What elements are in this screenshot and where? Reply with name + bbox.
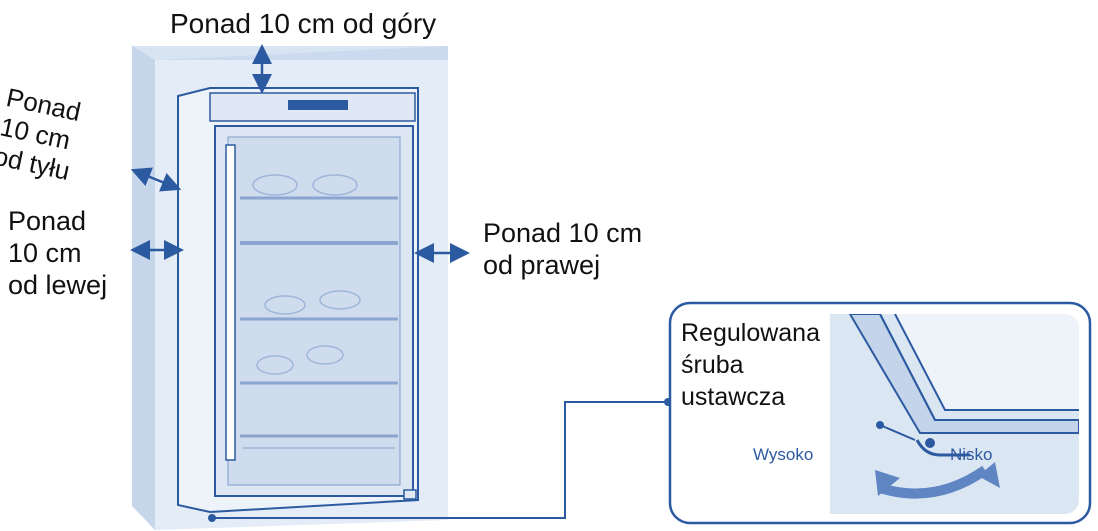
brand-badge xyxy=(288,100,348,110)
foot xyxy=(403,489,417,500)
bottles xyxy=(252,174,361,375)
screw-foot xyxy=(915,439,970,457)
left-clearance-label: Ponad 10 cm od lewej xyxy=(8,206,108,300)
top-clearance-label: Ponad 10 cm od góry xyxy=(170,8,437,39)
right-clearance-label: Ponad 10 cm od prawej xyxy=(483,218,643,280)
low-direction-label: Nisko xyxy=(950,445,993,464)
wine-cooler xyxy=(177,87,419,514)
rotation-arrow xyxy=(878,465,988,499)
interior xyxy=(227,136,401,486)
control-panel xyxy=(209,92,416,122)
door-handle xyxy=(225,144,236,461)
detail-connector xyxy=(208,398,672,522)
back-clearance-arrow xyxy=(130,167,182,192)
leveling-screw-label: Regulowana śruba ustawcza xyxy=(681,319,820,411)
clearance-arrows xyxy=(130,44,470,263)
high-direction-label: Wysoko xyxy=(753,445,814,464)
leveling-screw-detail xyxy=(668,301,1092,525)
